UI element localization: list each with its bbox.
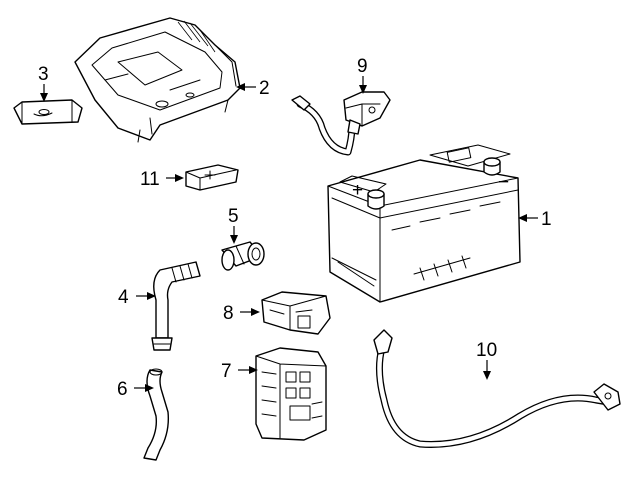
battery-plus-marking: + (352, 180, 363, 201)
callout-11: 11 (140, 169, 160, 190)
part-10-ground-cable (373, 329, 621, 448)
callout-8: 8 (223, 303, 234, 324)
callout-leaders (40, 76, 538, 392)
callout-2: 2 (259, 78, 270, 99)
callout-6: 6 (117, 379, 128, 400)
callout-7: 7 (221, 361, 232, 382)
part-4-vent-elbow (151, 261, 201, 351)
part-3-bracket (13, 99, 83, 125)
callout-4: 4 (118, 287, 129, 308)
callout-1: 1 (541, 209, 552, 230)
part-11-terminal-cover (185, 164, 239, 191)
part-7-fuse-box (255, 347, 327, 441)
part-8-fuse-cover (261, 291, 331, 335)
part-5-plug (221, 241, 265, 271)
part-2-battery-tray (74, 17, 241, 143)
callout-10: 10 (476, 340, 497, 361)
callout-3: 3 (38, 64, 49, 85)
callout-labels: 1 2 3 4 5 6 7 8 9 10 11 (38, 56, 552, 400)
callout-5: 5 (228, 206, 239, 227)
callout-9: 9 (357, 56, 368, 77)
part-1-battery: + − (327, 144, 521, 303)
part-6-vent-hose (143, 368, 170, 461)
part-9-terminal-cable (291, 91, 391, 156)
battery-minus-marking: − (498, 172, 509, 193)
